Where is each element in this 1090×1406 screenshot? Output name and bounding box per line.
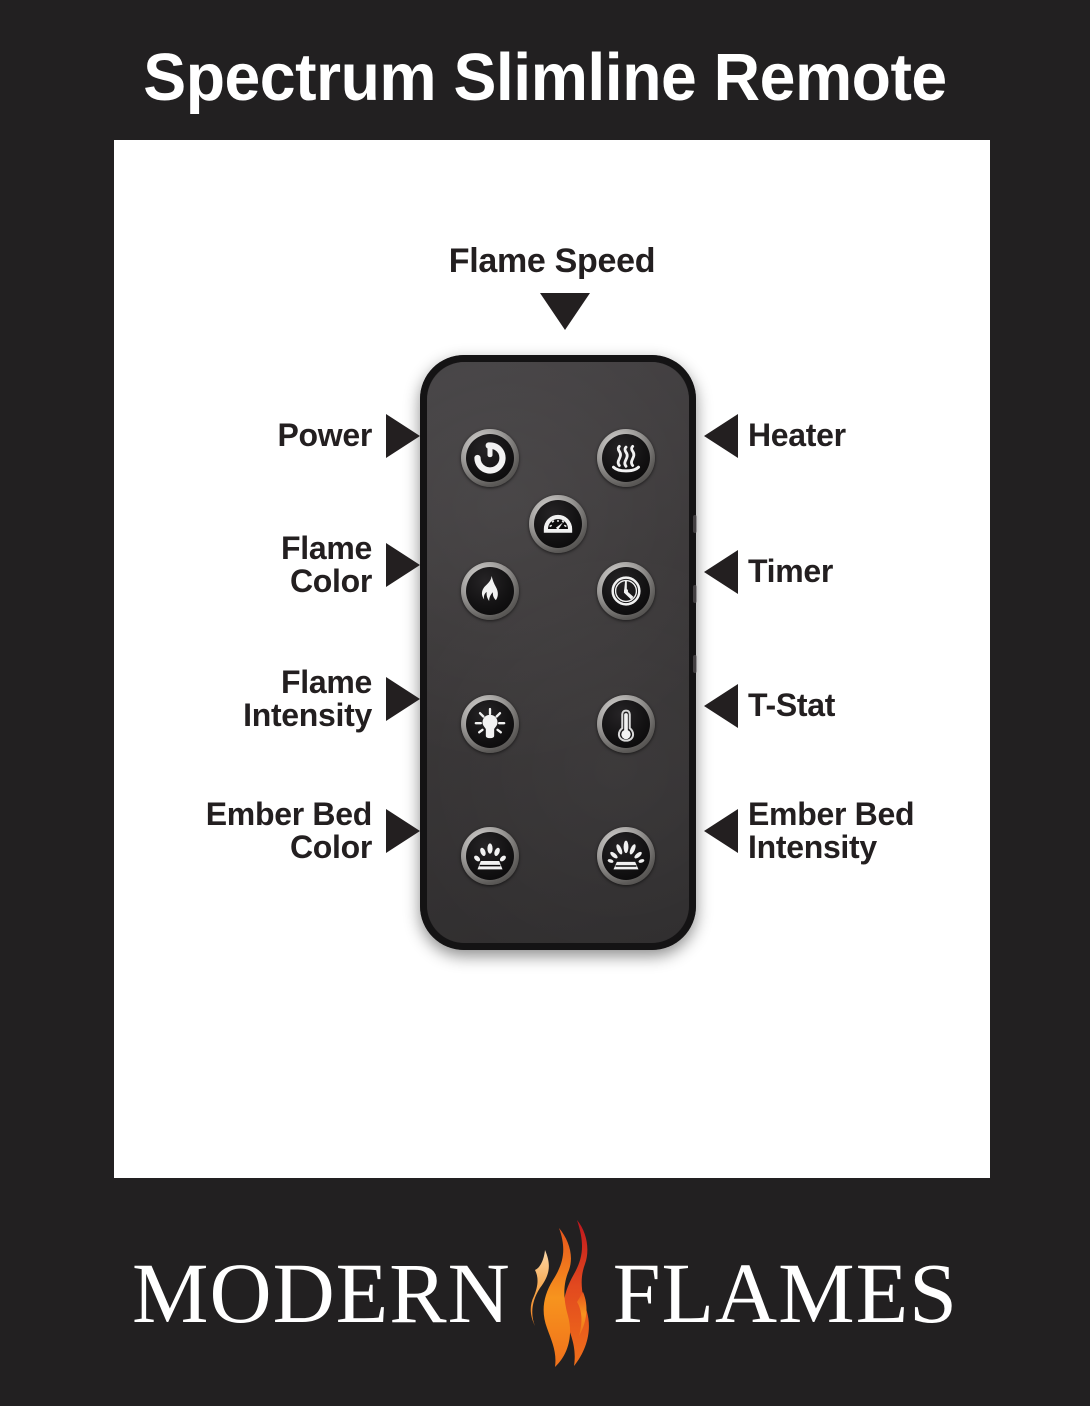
callout-label-heater: Heater	[748, 417, 846, 454]
button-ember-bed-intensity[interactable]	[597, 827, 655, 885]
callout-label-flame-intensity: Flame Intensity	[243, 663, 372, 733]
brand-logo: MODERN	[0, 1218, 1090, 1368]
power-icon	[466, 434, 514, 482]
ember-bed-intensity-icon	[602, 832, 650, 880]
callout-power: Power	[114, 408, 420, 464]
button-ember-bed-color[interactable]	[461, 827, 519, 885]
button-flame-speed[interactable]	[529, 495, 587, 553]
diagram-panel: Flame Speed	[114, 140, 990, 1178]
button-t-stat[interactable]	[597, 695, 655, 753]
button-flame-intensity[interactable]	[461, 695, 519, 753]
clock-icon	[602, 567, 650, 615]
callout-flame-color: Flame Color	[114, 526, 420, 604]
logo-word-flames: FLAMES	[612, 1245, 958, 1341]
down-triangle-icon	[540, 293, 590, 330]
right-triangle-icon	[386, 809, 420, 853]
flame-logo-icon	[525, 1218, 599, 1368]
callout-label-flame-speed: Flame Speed	[448, 242, 656, 280]
logo-word-modern: MODERN	[132, 1245, 511, 1341]
callout-label-ember-bed-color: Ember Bed Color	[205, 795, 373, 865]
remote-body	[420, 355, 697, 950]
flame-icon	[466, 567, 514, 615]
page-title: Spectrum Slimline Remote	[143, 40, 947, 115]
button-heater[interactable]	[597, 429, 655, 487]
left-triangle-icon	[704, 414, 738, 458]
button-power[interactable]	[461, 429, 519, 487]
remote-side-notch	[693, 515, 697, 533]
right-triangle-icon	[386, 543, 420, 587]
remote-side-notch	[693, 655, 697, 673]
button-flame-color[interactable]	[461, 562, 519, 620]
left-triangle-icon	[704, 550, 738, 594]
left-triangle-icon	[704, 684, 738, 728]
heat-waves-icon	[602, 434, 650, 482]
right-triangle-icon	[386, 677, 420, 721]
callout-heater: Heater	[704, 408, 990, 464]
ember-bed-color-icon	[466, 832, 514, 880]
callout-t-stat: T-Stat	[704, 678, 990, 734]
callout-timer: Timer	[704, 544, 990, 600]
left-triangle-icon	[704, 809, 738, 853]
callout-label-ember-bed-intensity: Ember Bed Intensity	[748, 795, 915, 865]
callout-ember-bed-intensity: Ember Bed Intensity	[704, 792, 1004, 870]
right-triangle-icon	[386, 414, 420, 458]
remote-side-notch	[693, 585, 697, 603]
callout-label-timer: Timer	[748, 553, 834, 590]
callout-label-flame-color: Flame Color	[281, 529, 372, 599]
callout-label-power: Power	[277, 417, 372, 454]
callout-label-t-stat: T-Stat	[748, 687, 836, 724]
bulb-rays-icon	[466, 700, 514, 748]
button-timer[interactable]	[597, 562, 655, 620]
callout-ember-bed-color: Ember Bed Color	[114, 792, 420, 870]
speedometer-icon	[534, 500, 582, 548]
callout-flame-intensity: Flame Intensity	[114, 660, 420, 738]
thermometer-icon	[602, 700, 650, 748]
